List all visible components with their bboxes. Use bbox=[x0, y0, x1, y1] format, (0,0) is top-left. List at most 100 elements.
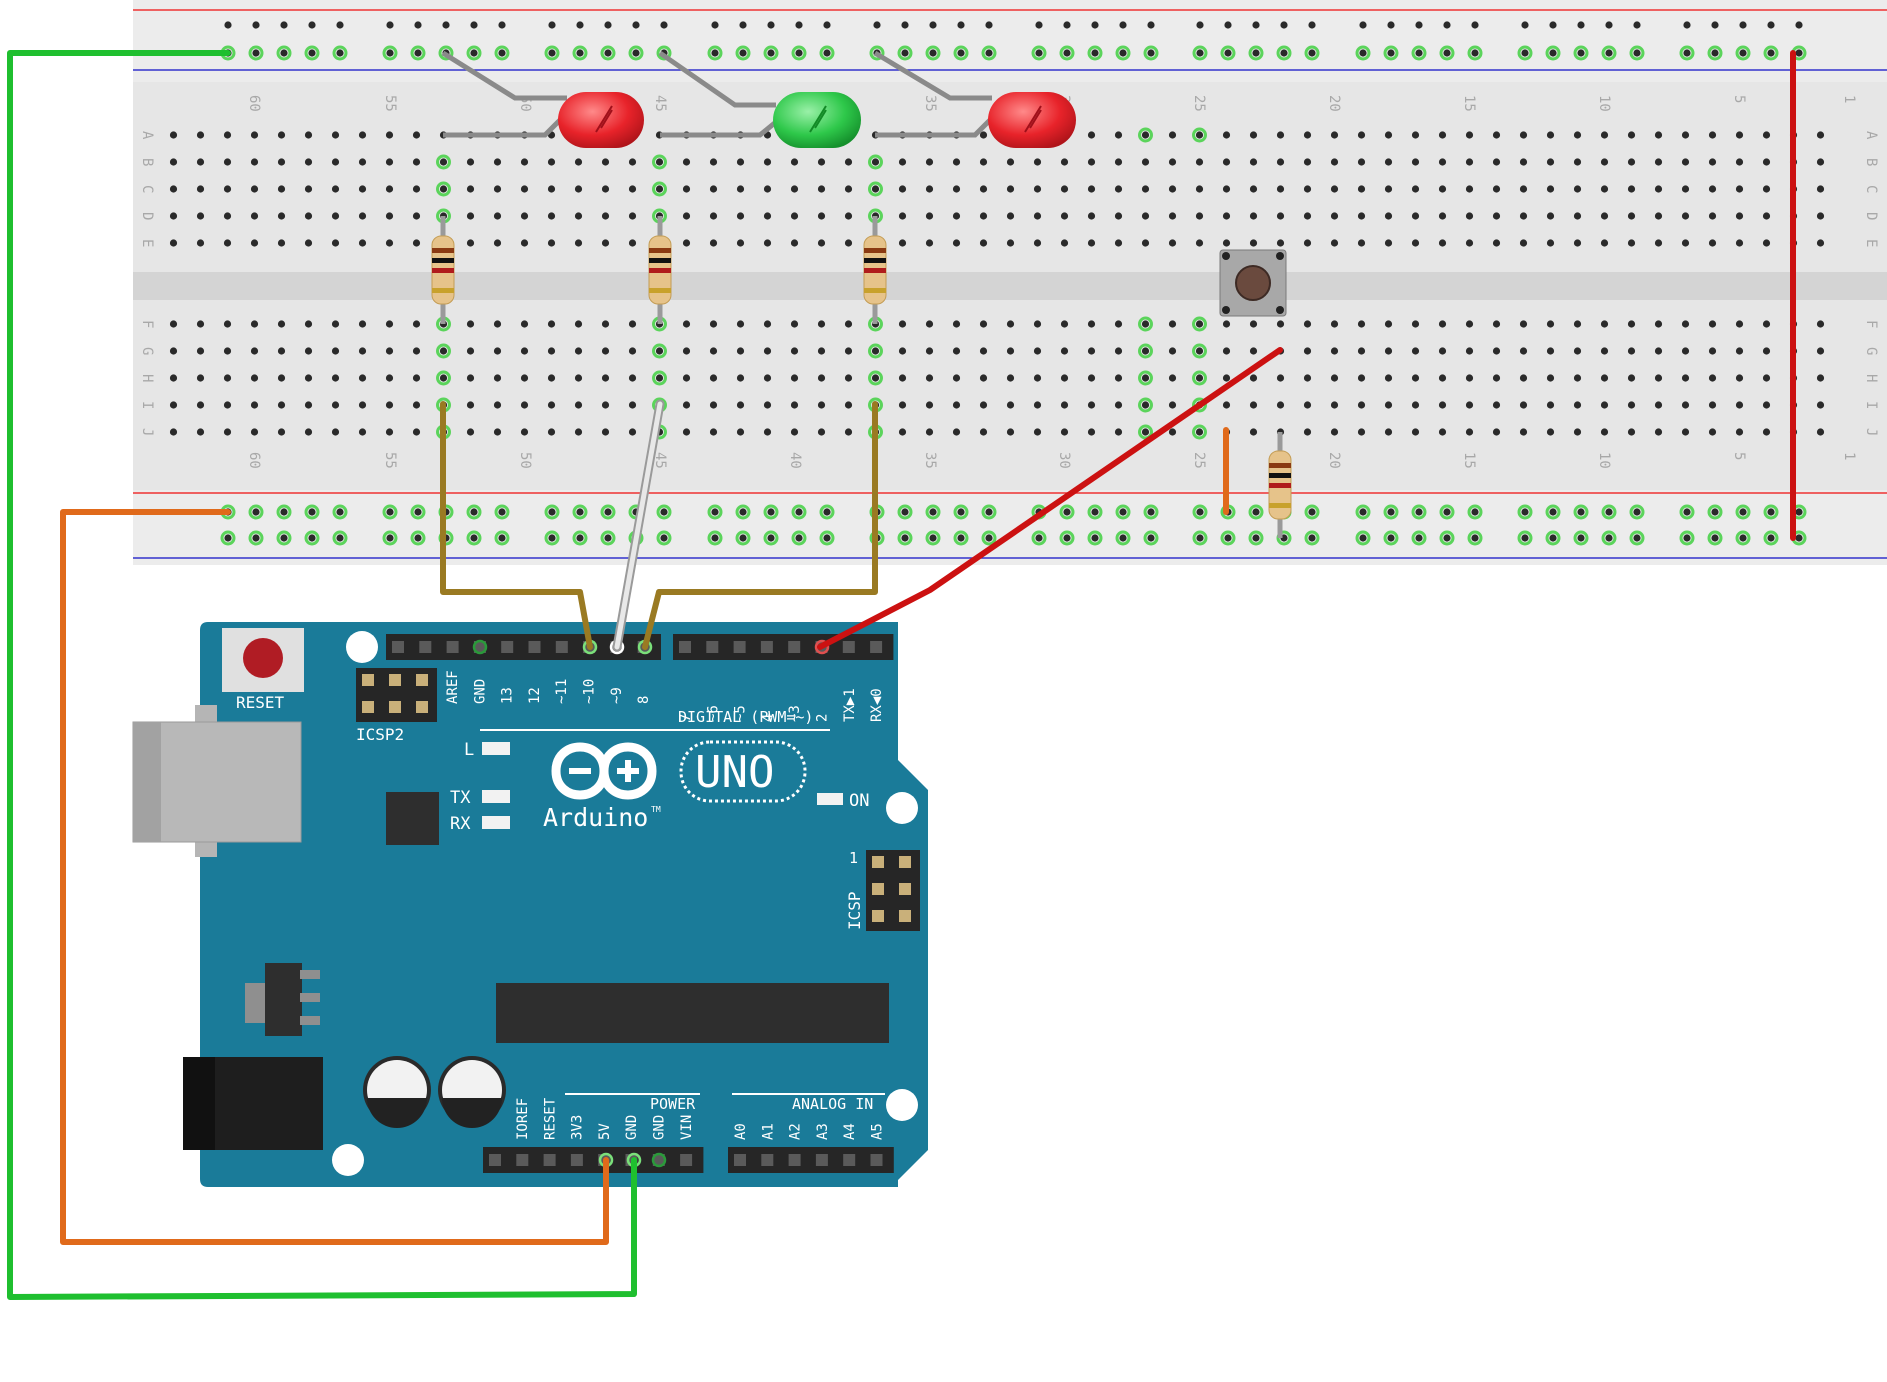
resistor-band bbox=[1269, 473, 1291, 478]
breadboard-hole-active bbox=[652, 370, 667, 386]
breadboard-hole-active bbox=[868, 154, 883, 170]
rail-hole-active bbox=[1304, 504, 1320, 520]
breadboard-hole bbox=[223, 428, 232, 436]
analog-header-pin[interactable] bbox=[843, 1154, 856, 1166]
breadboard-hole bbox=[520, 212, 529, 220]
reset-button[interactable] bbox=[243, 638, 283, 678]
breadboard-hole bbox=[1600, 320, 1609, 328]
resistor-2[interactable] bbox=[648, 216, 672, 324]
power-header-pin[interactable] bbox=[570, 1154, 583, 1166]
led-1-leg-anode bbox=[441, 50, 567, 101]
rail-hole bbox=[711, 21, 719, 29]
resistor-3[interactable] bbox=[863, 216, 887, 324]
power-header-pin[interactable] bbox=[680, 1154, 693, 1166]
analog-header-pin[interactable] bbox=[870, 1154, 883, 1166]
breadboard-hole bbox=[1519, 428, 1528, 436]
wire-button-to-pin2[interactable] bbox=[817, 347, 1283, 650]
breadboard-hole bbox=[682, 374, 691, 382]
breadboard-hole bbox=[385, 239, 394, 247]
breadboard-hole bbox=[709, 185, 718, 193]
digital-header-right-pin[interactable] bbox=[706, 641, 719, 653]
wire-5v-orange[interactable] bbox=[60, 509, 609, 1245]
digital-header-right-pin[interactable] bbox=[760, 641, 773, 653]
column-number-top: 55 bbox=[382, 95, 398, 112]
digital-header-right-pin[interactable] bbox=[679, 641, 691, 653]
breadboard-hole bbox=[1708, 185, 1717, 193]
wire-led3-to-pin8[interactable] bbox=[642, 401, 878, 650]
breadboard-hole bbox=[412, 428, 421, 436]
wire-led2-to-pin9[interactable] bbox=[614, 401, 663, 650]
rail-hole-active bbox=[1467, 504, 1483, 520]
rail-hole bbox=[873, 21, 881, 29]
rail-hole-active bbox=[1735, 45, 1751, 61]
breadboard-hole bbox=[1681, 347, 1690, 355]
breadboard-hole bbox=[574, 401, 583, 409]
breadboard-hole bbox=[1060, 401, 1069, 409]
pin-label: ~6 bbox=[705, 705, 721, 722]
breadboard-hole bbox=[196, 428, 205, 436]
analog-header-pin[interactable] bbox=[761, 1154, 774, 1166]
breadboard-hole bbox=[1600, 401, 1609, 409]
digital-header-right-pin[interactable] bbox=[788, 641, 801, 653]
rail-hole bbox=[1577, 21, 1585, 29]
breadboard-hole bbox=[277, 347, 286, 355]
column-number-bottom: 20 bbox=[1326, 452, 1342, 469]
arduino-board[interactable]: RESET ICSP2 L TX RX bbox=[132, 622, 928, 1187]
led-3[interactable] bbox=[873, 50, 1076, 148]
rail-hole-active bbox=[382, 504, 398, 520]
breadboard-hole bbox=[1141, 185, 1150, 193]
digital-header-right-pin[interactable] bbox=[842, 641, 855, 653]
digital-header-right-pin[interactable] bbox=[870, 641, 883, 653]
breadboard-hole bbox=[169, 320, 178, 328]
analog-header-pin[interactable] bbox=[815, 1154, 828, 1166]
breadboard-hole bbox=[1681, 428, 1690, 436]
breadboard-hole bbox=[331, 239, 340, 247]
breadboard-hole bbox=[1735, 374, 1744, 382]
pushbutton[interactable] bbox=[1219, 249, 1287, 317]
power-header-pin[interactable] bbox=[516, 1154, 529, 1166]
digital-header-left-pin[interactable] bbox=[501, 641, 514, 653]
resistor-1[interactable] bbox=[431, 216, 455, 324]
breadboard-hole bbox=[628, 212, 637, 220]
rail-hole bbox=[1224, 21, 1232, 29]
power-header-pin[interactable] bbox=[489, 1154, 501, 1166]
row-letter-right: J bbox=[1863, 428, 1879, 436]
power-header-pin[interactable] bbox=[543, 1154, 556, 1166]
rail-hole bbox=[1196, 21, 1204, 29]
breadboard-hole bbox=[655, 374, 664, 382]
breadboard-hole bbox=[1654, 185, 1663, 193]
rail-hole-active bbox=[707, 504, 723, 520]
rail-hole-active bbox=[1735, 504, 1751, 520]
breadboard-hole bbox=[304, 320, 313, 328]
digital-header-left-pin[interactable] bbox=[473, 641, 486, 653]
power-header-pin[interactable] bbox=[652, 1154, 665, 1166]
breadboard-hole bbox=[763, 185, 772, 193]
digital-header-left-pin[interactable] bbox=[446, 641, 459, 653]
wire-led1-to-pin10[interactable] bbox=[440, 401, 593, 650]
pin-label: AREF bbox=[445, 670, 461, 704]
rail-hole bbox=[1196, 49, 1204, 57]
breadboard-hole bbox=[1060, 347, 1069, 355]
breadboard-hole bbox=[385, 347, 394, 355]
breadboard-hole bbox=[1168, 401, 1177, 409]
digital-header-left-pin[interactable] bbox=[528, 641, 541, 653]
digital-header-left-pin[interactable] bbox=[392, 641, 404, 653]
rail-hole bbox=[1224, 49, 1232, 57]
led-2[interactable] bbox=[658, 50, 861, 148]
wire-ground-green[interactable] bbox=[7, 50, 637, 1300]
led-1[interactable] bbox=[441, 50, 644, 148]
resistor-4[interactable] bbox=[1268, 432, 1292, 538]
breadboard-hole bbox=[844, 374, 853, 382]
analog-header-pin[interactable] bbox=[734, 1154, 746, 1166]
breadboard-holes bbox=[169, 21, 1825, 546]
digital-header-left-pin[interactable] bbox=[555, 641, 568, 653]
breadboard-hole bbox=[1762, 158, 1771, 166]
rail-hole bbox=[1280, 49, 1288, 57]
digital-header-left-pin[interactable] bbox=[419, 641, 432, 653]
analog-header-pin[interactable] bbox=[788, 1154, 801, 1166]
breadboard-hole-active bbox=[1192, 370, 1207, 386]
breadboard-hole bbox=[601, 401, 610, 409]
breadboard-hole bbox=[871, 374, 880, 382]
rail-hole bbox=[1577, 534, 1585, 542]
digital-header-right-pin[interactable] bbox=[733, 641, 746, 653]
